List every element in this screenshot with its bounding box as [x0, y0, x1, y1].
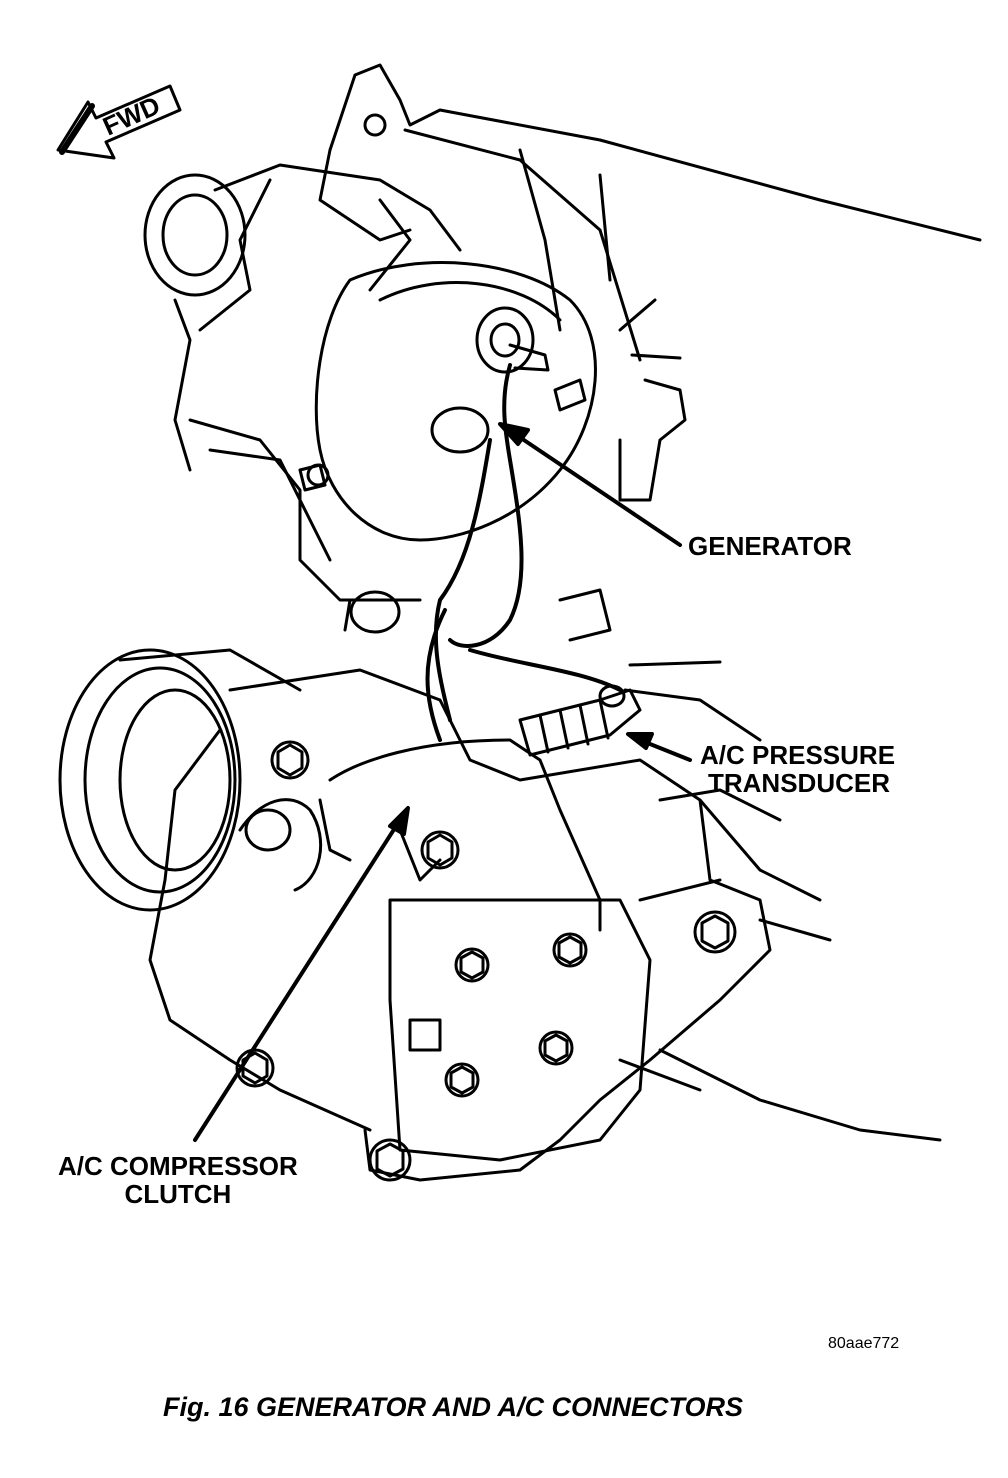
background-hoses [558, 588, 942, 1142]
ac-compressor-body [148, 668, 782, 1182]
compressor-pulley [58, 648, 302, 912]
bolt-heads [235, 463, 737, 1182]
bolt-icon [270, 740, 310, 780]
bolt-icon [444, 1062, 480, 1098]
ac-compressor-clutch-label: A/C COMPRESSOR CLUTCH [58, 1152, 298, 1208]
forward-arrow-icon: FWD [56, 84, 182, 160]
bolt-icon [420, 830, 460, 870]
bolt-icon [454, 947, 490, 983]
ac-pressure-transducer-label: A/C PRESSURE TRANSDUCER [700, 741, 895, 797]
figure-caption: Fig. 16 GENERATOR AND A/C CONNECTORS [163, 1392, 744, 1422]
generator-body [143, 163, 597, 634]
ac-pressure-transducer-line2: TRANSDUCER [708, 768, 890, 798]
generator-wire-harness [425, 363, 622, 742]
fwd-label: FWD [98, 90, 164, 141]
ac-compressor-clutch-line2: CLUTCH [124, 1179, 232, 1209]
generator-label: GENERATOR [688, 531, 852, 561]
leader-lines [193, 422, 692, 1142]
ac-compressor-clutch-line1: A/C COMPRESSOR [58, 1151, 298, 1181]
ac-pressure-transducer [518, 684, 642, 757]
figure-code: 80aae772 [828, 1335, 900, 1352]
bolt-icon [693, 910, 737, 954]
engine-block-outline [318, 63, 982, 502]
ac-pressure-transducer-line1: A/C PRESSURE [700, 740, 896, 770]
bolt-icon [538, 1030, 574, 1066]
bolt-icon [306, 463, 330, 487]
bolt-icon [368, 1138, 412, 1182]
bolt-icon [552, 932, 588, 968]
